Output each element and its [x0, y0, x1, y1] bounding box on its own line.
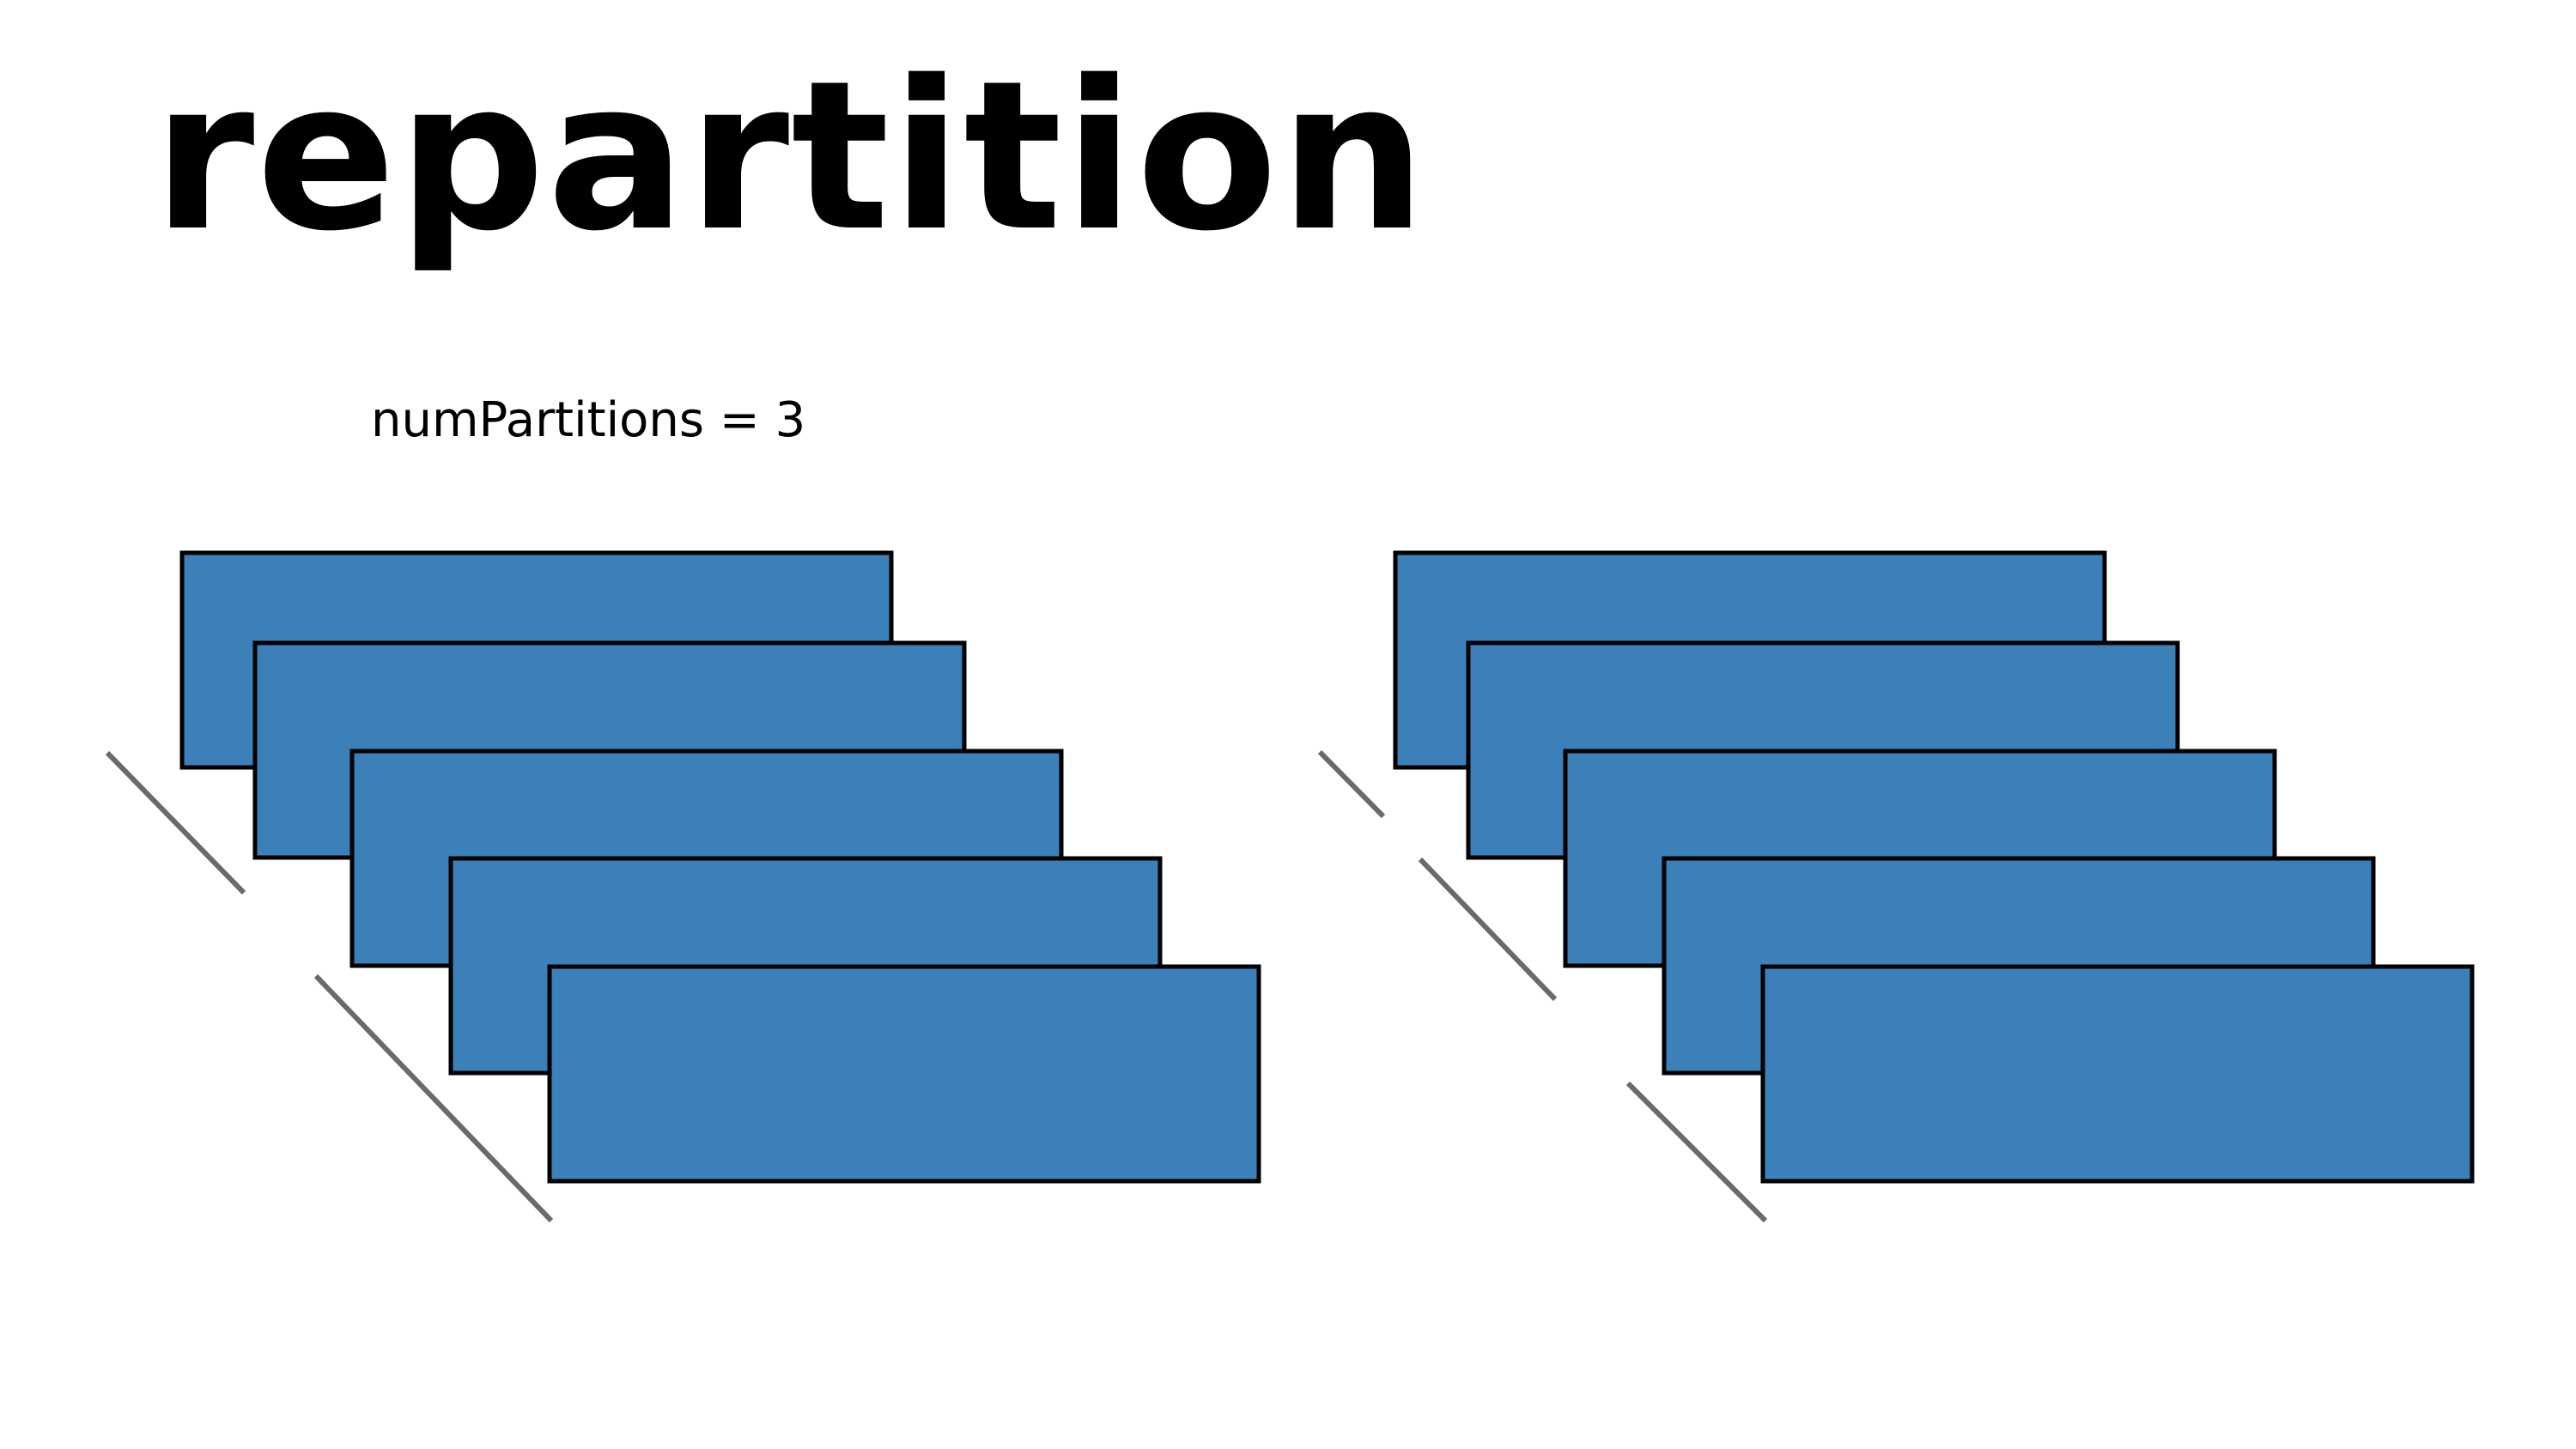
- partition-divider-line: [1418, 857, 1558, 1002]
- input-partition-stack: [105, 550, 1261, 1223]
- partition-block: [547, 964, 1261, 1184]
- partition-divider-line: [1317, 749, 1386, 819]
- slide-title: repartition: [153, 36, 1428, 276]
- partition-divider-line: [105, 750, 246, 895]
- num-partitions-label: numPartitions = 3: [371, 392, 806, 448]
- partition-divider-line: [313, 973, 554, 1223]
- output-partition-stack: [1317, 550, 2475, 1223]
- partition-divider-line: [1625, 1081, 1768, 1223]
- partition-block: [1760, 964, 2475, 1184]
